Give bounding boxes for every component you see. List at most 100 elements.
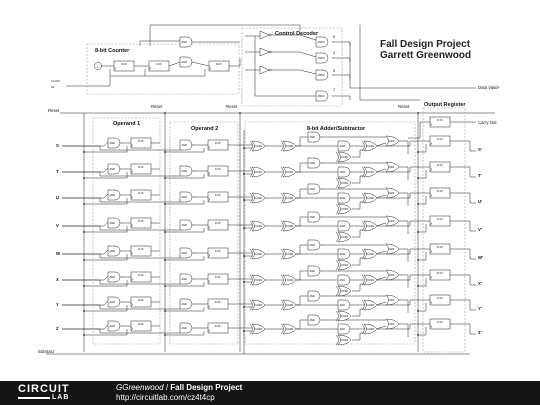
wire (62, 141, 109, 147)
wire (450, 274, 476, 286)
subtract-input-label: Subtract (38, 349, 55, 354)
decoder-output-pin: 0 (333, 34, 336, 39)
output-label-W: W' (478, 255, 483, 260)
adder-xor-gate-c (337, 259, 352, 271)
adder-xor-gate-c (337, 231, 352, 243)
wire (270, 69, 317, 75)
wire (450, 140, 476, 152)
clock-edge-mark (130, 223, 134, 228)
project-url[interactable]: http://circuitlab.com/cz4t4cp (116, 393, 215, 402)
output-register-dff (429, 243, 451, 255)
junction-dot (83, 285, 85, 287)
wire (377, 274, 430, 281)
dff-label: D FF (215, 324, 221, 328)
dff-label: D FF (138, 191, 144, 195)
project-author: Garrett Greenwood (380, 50, 471, 61)
decoder-output-pin: 3 (333, 50, 336, 55)
not-bubble (268, 68, 272, 72)
operand2-section-label: Operand 2 (191, 126, 218, 132)
junction-dot (417, 334, 419, 336)
wire (165, 282, 205, 287)
wire (62, 249, 109, 255)
clock-edge-mark (207, 304, 211, 309)
gate-label: AND (310, 318, 316, 322)
wire (62, 193, 109, 199)
gate-label: XOR2 (255, 252, 263, 256)
junction-dot (417, 177, 419, 179)
dff-label: D FF (437, 217, 443, 221)
wire (165, 256, 205, 261)
adder-xor-gate-b (282, 166, 297, 178)
gate-label: AND (182, 169, 188, 173)
wire (450, 299, 476, 311)
output-register-label: Output Register (424, 102, 466, 108)
gate-label: XOR2 (341, 181, 349, 185)
gate-label: XOR2 (341, 338, 349, 342)
dff-label: D FF (437, 163, 443, 167)
dff-label: D FF (215, 141, 221, 145)
adder-xor-gate-a (251, 166, 266, 178)
circuitlab-logo[interactable]: CIRCUIT LAB (18, 383, 88, 403)
xor-arc (280, 248, 284, 260)
wire (332, 57, 351, 62)
clock-edge-mark (130, 143, 134, 148)
wire (450, 220, 476, 232)
gate-label: XOR2 (341, 235, 349, 239)
input-label-S: S (56, 143, 59, 148)
adder-xor-gate-d (363, 248, 378, 260)
wire (399, 274, 409, 288)
gate-label: AND (340, 327, 346, 331)
clock-edge-mark (207, 279, 211, 284)
clock-label: CLOCK (51, 79, 60, 83)
junction-dot (243, 147, 245, 149)
adder-or-gate (385, 269, 400, 281)
counter-source-label: 1 (97, 65, 99, 69)
junction-dot (243, 330, 245, 332)
adder-and-gate-a (307, 183, 321, 195)
gate-label: AND (110, 221, 116, 225)
adder-xor-gate-a (251, 192, 266, 204)
adder-and-gate-a (307, 239, 321, 251)
junction-dot (83, 310, 85, 312)
operand1-dff (130, 245, 152, 257)
junction-dot (83, 231, 85, 233)
wire (352, 201, 364, 210)
xor-arc (249, 166, 253, 178)
operand1-and-gate (107, 189, 121, 201)
junction-dot (83, 334, 85, 336)
decoder-output-pin: 5 (333, 68, 336, 73)
project-link[interactable]: Fall Design Project (170, 383, 243, 392)
adder-xor-gate-a (251, 299, 266, 311)
wire (296, 295, 308, 306)
author-link[interactable]: GGreenwood (116, 383, 164, 392)
dff-label: D FF (215, 193, 221, 197)
wire (62, 171, 180, 177)
gate-label: XOR2 (367, 252, 375, 256)
output-label-X: X' (478, 281, 482, 286)
wire (377, 140, 430, 147)
gate-label: AND3 (318, 40, 325, 44)
input-label-W: W (56, 251, 61, 256)
adder-or-gate (385, 135, 400, 147)
gate-label: XOR2 (255, 196, 263, 200)
output-label-Z: Z' (478, 330, 482, 335)
decoder-and-gate-1 (315, 52, 329, 64)
gate-label: AND (182, 40, 188, 44)
reset-label-adder: Reset (226, 104, 238, 109)
wire (352, 149, 364, 158)
gate-label: AND (310, 161, 316, 165)
operand2-box (169, 121, 239, 345)
wire (375, 250, 387, 255)
operand1-and-gate (107, 271, 121, 283)
adder-and-gate-b (337, 220, 351, 232)
gate-label: XOR2 (341, 155, 349, 159)
xor-arc (280, 140, 284, 152)
dff-label: D FF (437, 245, 443, 249)
clock-edge-mark (130, 195, 134, 200)
wire (375, 142, 387, 147)
gate-label: AND (340, 224, 346, 228)
clock-edge-mark (207, 328, 211, 333)
wire (145, 69, 206, 77)
data-valid-label: Data Valid+ (478, 85, 501, 90)
wire (352, 308, 364, 317)
